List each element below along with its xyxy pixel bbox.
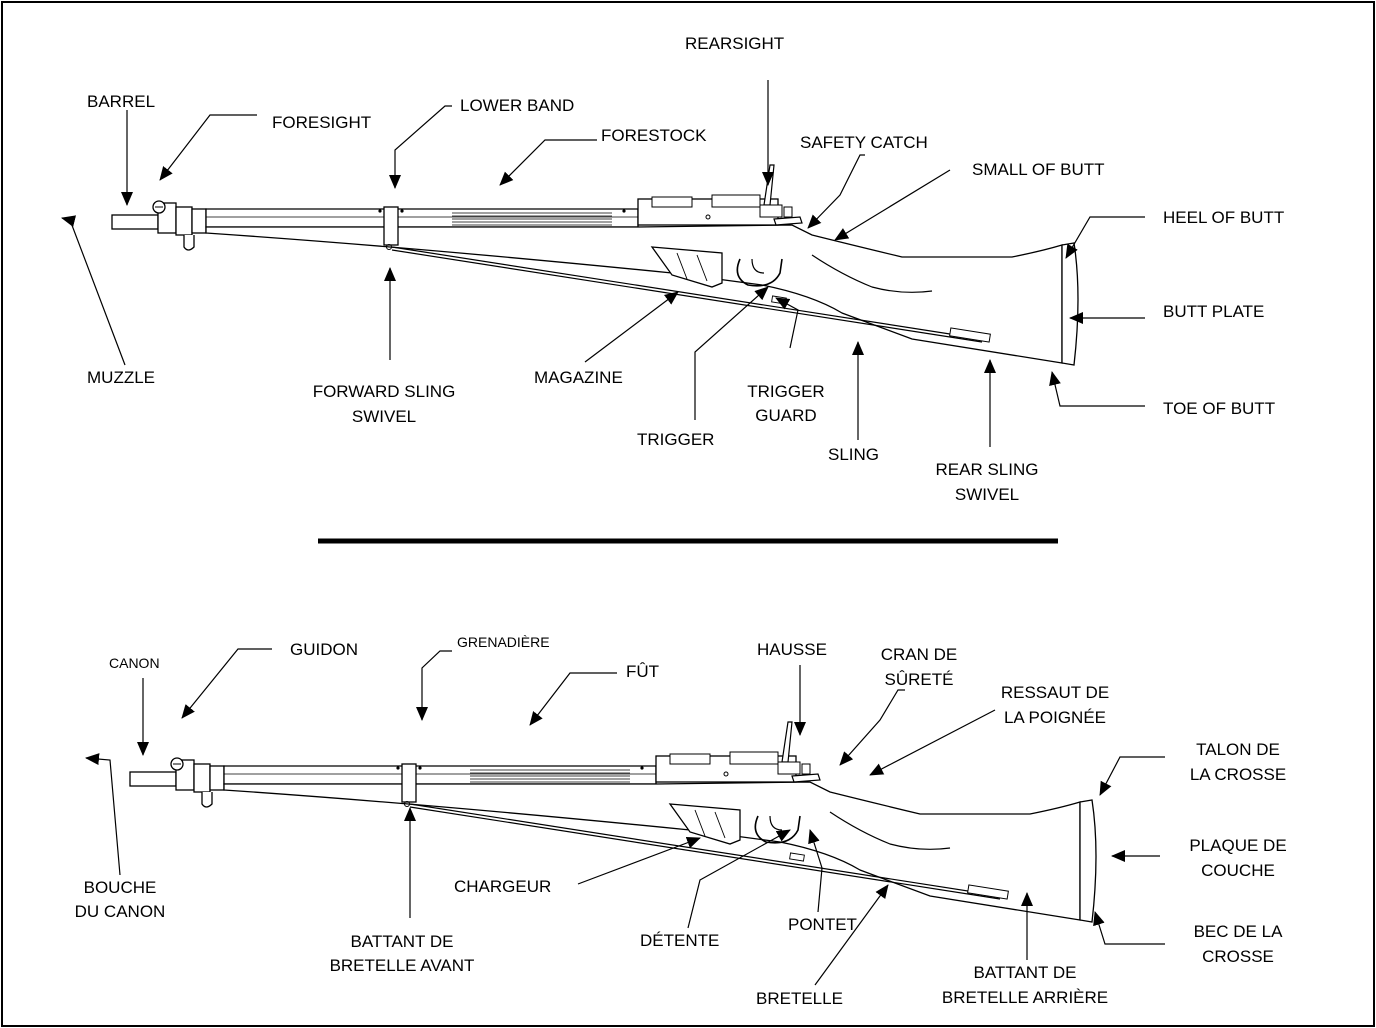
- bretelle-arrow: [814, 884, 889, 986]
- label-fut: FÛT: [626, 662, 659, 681]
- forestock-arrow: [499, 139, 597, 186]
- label-detente: DÉTENTE: [640, 931, 719, 950]
- label-trigger: TRIGGER: [637, 430, 714, 449]
- talon-arrow: [1099, 756, 1165, 796]
- label-forward-sling-swivel-2: SWIVEL: [352, 407, 416, 426]
- label-ressaut: RESSAUT DE: [1001, 683, 1109, 702]
- label-trigger-guard: TRIGGER: [747, 382, 824, 401]
- small-of-butt-arrow: [834, 169, 951, 241]
- rifle-drawing-bottom: [129, 721, 1097, 923]
- chargeur-arrow: [577, 836, 701, 885]
- label-barrel: BARREL: [87, 92, 155, 111]
- label-battant-avant: BATTANT DE: [351, 932, 454, 951]
- muzzle-arrow: [61, 215, 126, 366]
- bouche-arrow: [85, 753, 121, 876]
- label-ressaut-2: LA POIGNÉE: [1004, 708, 1106, 727]
- label-canon: CANON: [109, 655, 160, 671]
- label-hausse: HAUSSE: [757, 640, 827, 659]
- label-battant-avant-2: BRETELLE AVANT: [330, 956, 475, 975]
- rifle-drawing-top: [111, 164, 1079, 366]
- label-talon-2: LA CROSSE: [1190, 765, 1286, 784]
- label-cran-de-surete-2: SÛRETÉ: [885, 670, 954, 689]
- trigger-arrow: [694, 286, 769, 420]
- detente-arrow: [687, 829, 791, 929]
- label-battant-arriere-2: BRETELLE ARRIÈRE: [942, 988, 1108, 1007]
- label-foresight: FORESIGHT: [272, 113, 371, 132]
- label-sling: SLING: [828, 445, 879, 464]
- fut-arrow: [529, 672, 617, 726]
- label-lower-band: LOWER BAND: [460, 96, 574, 115]
- label-plaque-2: COUCHE: [1201, 861, 1275, 880]
- label-small-of-butt: SMALL OF BUTT: [972, 160, 1105, 179]
- lower-band-arrow: [389, 105, 452, 189]
- label-muzzle: MUZZLE: [87, 368, 155, 387]
- label-battant-arriere: BATTANT DE: [974, 963, 1077, 982]
- label-talon: TALON DE: [1196, 740, 1280, 759]
- ressaut-arrow: [869, 709, 996, 776]
- label-grenadiere: GRENADIÈRE: [457, 634, 550, 650]
- label-bouche: BOUCHE: [84, 878, 157, 897]
- toe-of-butt-arrow: [1049, 371, 1145, 407]
- label-forward-sling-swivel: FORWARD SLING: [313, 382, 456, 401]
- label-toe-of-butt: TOE OF BUTT: [1163, 399, 1275, 418]
- label-guidon: GUIDON: [290, 640, 358, 659]
- bec-arrow: [1093, 911, 1165, 945]
- magazine-arrow: [584, 291, 679, 363]
- pontet-arrow: [808, 829, 823, 913]
- label-heel-of-butt: HEEL OF BUTT: [1163, 208, 1284, 227]
- label-bretelle: BRETELLE: [756, 989, 843, 1008]
- label-bouche-2: DU CANON: [75, 902, 166, 921]
- guidon-arrow: [181, 648, 272, 719]
- label-bec-2: CROSSE: [1202, 947, 1274, 966]
- label-trigger-guard-2: GUARD: [755, 406, 816, 425]
- heel-of-butt-arrow: [1065, 216, 1145, 259]
- label-rearsight: REARSIGHT: [685, 34, 784, 53]
- label-rear-sling-swivel-2: SWIVEL: [955, 485, 1019, 504]
- label-bec: BEC DE LA: [1194, 922, 1283, 941]
- label-safety-catch: SAFETY CATCH: [800, 133, 928, 152]
- label-magazine: MAGAZINE: [534, 368, 623, 387]
- safety-catch-arrow: [807, 154, 865, 229]
- label-chargeur: CHARGEUR: [454, 877, 551, 896]
- label-butt-plate: BUTT PLATE: [1163, 302, 1264, 321]
- trigger-guard-arrow: [775, 297, 799, 349]
- grenadiere-arrow: [416, 650, 452, 721]
- label-plaque: PLAQUE DE: [1189, 836, 1286, 855]
- cran-de-surete-arrow: [839, 689, 905, 766]
- label-pontet: PONTET: [788, 915, 857, 934]
- label-rear-sling-swivel: REAR SLING: [936, 460, 1039, 479]
- label-forestock: FORESTOCK: [601, 126, 707, 145]
- label-cran-de-surete: CRAN DE: [881, 645, 958, 664]
- foresight-arrow: [159, 114, 257, 181]
